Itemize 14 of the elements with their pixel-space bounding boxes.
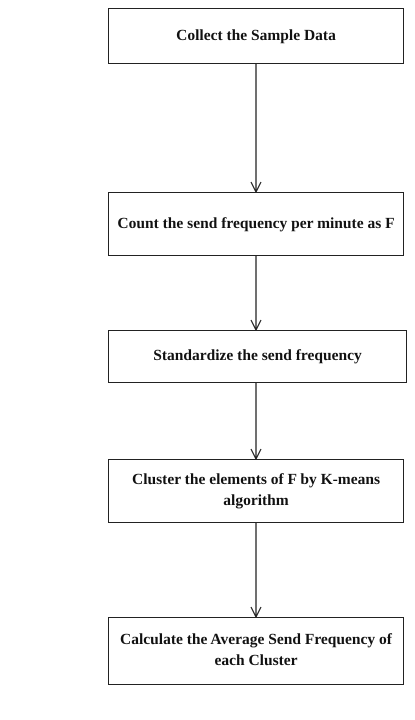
process-box <box>108 192 404 256</box>
step-label: Standardize the send frequency <box>153 346 362 366</box>
step-label: Calculate the Average Send Frequency of each Cluster <box>119 630 393 671</box>
arrow <box>250 256 262 331</box>
process-box <box>108 330 407 383</box>
process-box <box>108 8 404 64</box>
arrow <box>250 523 262 618</box>
process-box <box>108 617 404 685</box>
arrow <box>250 383 262 460</box>
step-label: Collect the Sample Data <box>176 26 336 46</box>
step-label: Count the send frequency per minute as F <box>117 214 395 234</box>
arrow <box>250 64 262 193</box>
step-label: Cluster the elements of F by K-means algorithm <box>131 470 381 511</box>
process-box <box>108 459 404 523</box>
